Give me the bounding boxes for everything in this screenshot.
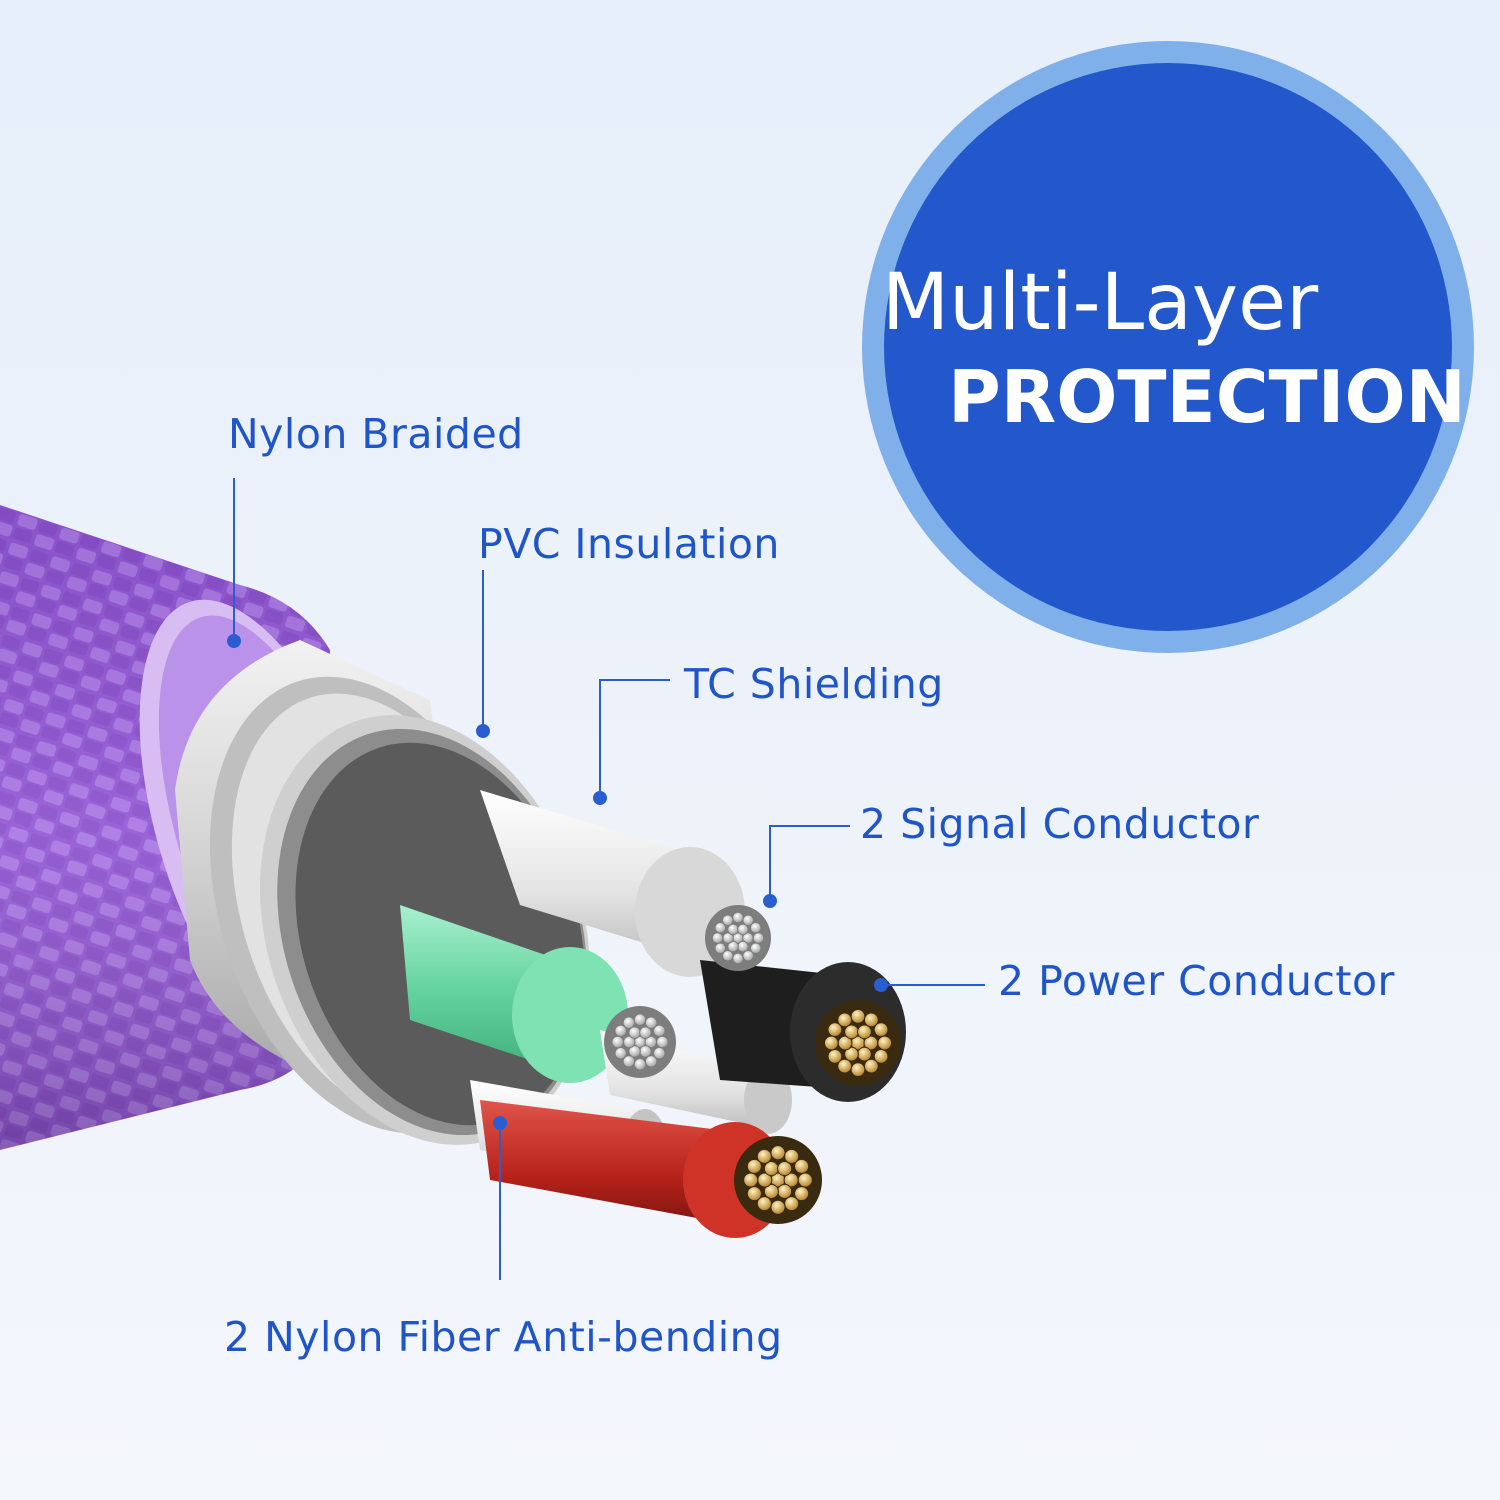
dot-nylon-braided	[227, 634, 241, 648]
power-strands-black	[815, 1000, 901, 1086]
callout-lines	[233, 478, 985, 1280]
dot-power-conductor	[874, 978, 888, 992]
label-tc-shielding: TC Shielding	[684, 660, 944, 708]
signal-strands-white	[705, 905, 771, 971]
dot-nylon-fiber	[493, 1116, 507, 1130]
dot-signal-conductor	[763, 894, 777, 908]
signal-strands-green	[604, 1006, 676, 1078]
badge-disc	[884, 63, 1452, 631]
label-nylon-braided: Nylon Braided	[228, 410, 524, 458]
dot-pvc-insulation	[476, 724, 490, 738]
leader-tc-shielding	[599, 679, 670, 797]
conductor-strands	[604, 905, 901, 1224]
callout-dots	[227, 634, 888, 1130]
power-strands-red	[734, 1136, 822, 1224]
leader-signal-conductor	[769, 825, 850, 900]
label-pvc-insulation: PVC Insulation	[478, 520, 780, 568]
badge	[862, 41, 1474, 653]
signal-wire-green	[400, 905, 628, 1083]
label-signal-conductor: 2 Signal Conductor	[860, 800, 1260, 848]
label-power-conductor: 2 Power Conductor	[998, 957, 1395, 1005]
label-nylon-fiber: 2 Nylon Fiber Anti-bending	[224, 1313, 783, 1361]
dot-tc-shielding	[593, 791, 607, 805]
